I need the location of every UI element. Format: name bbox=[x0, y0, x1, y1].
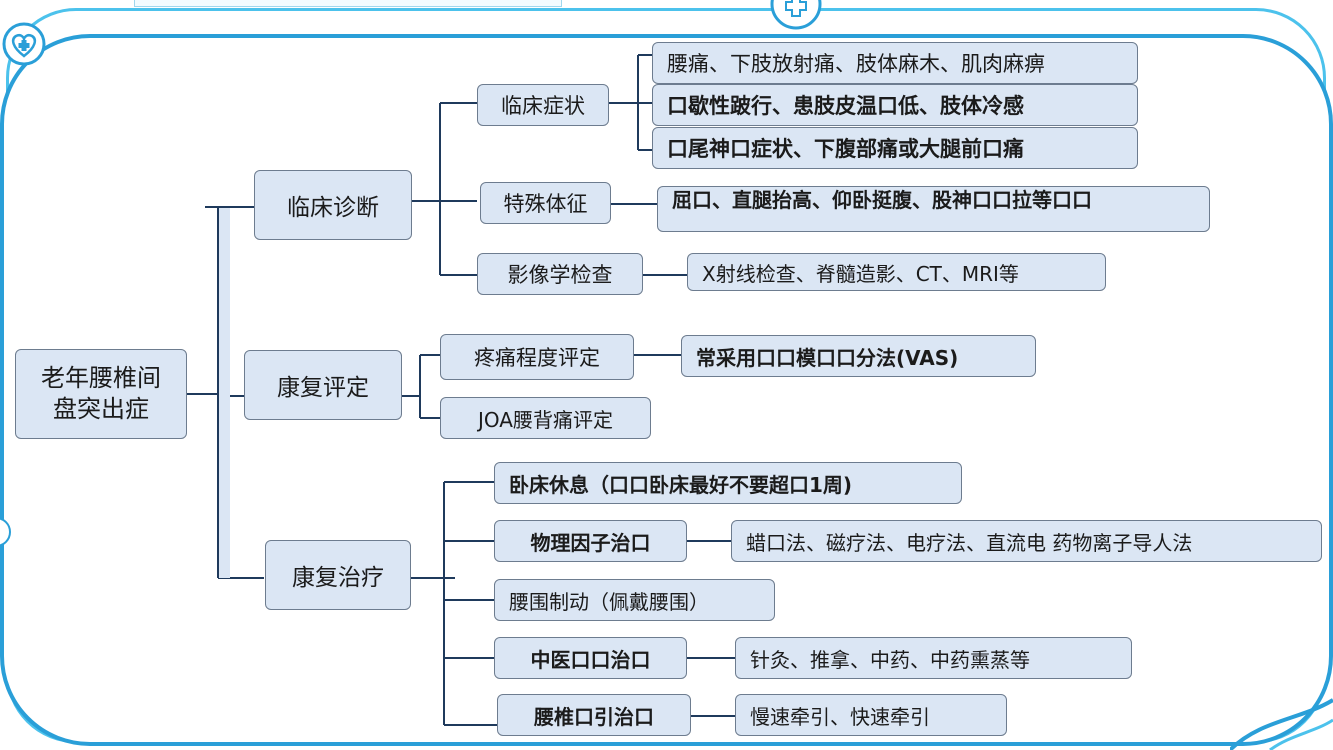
medical-heart-icon bbox=[2, 22, 46, 66]
node-label: JOA腰背痛评定 bbox=[478, 407, 613, 432]
symptom-item[interactable]: 口尾神口症状、下腹部痛或大腿前口痛 bbox=[652, 127, 1138, 169]
node-label: 特殊体征 bbox=[503, 192, 588, 216]
corner-swirl-icon bbox=[1230, 698, 1333, 750]
node-label: 腰围制动（佩戴腰围） bbox=[509, 589, 709, 614]
root-label: 老年腰椎间盘突出症 bbox=[41, 364, 161, 423]
node-tcm-therapy[interactable]: 中医口口治口 bbox=[494, 637, 687, 679]
node-brace[interactable]: 腰围制动（佩戴腰围） bbox=[494, 579, 775, 621]
top-decor-bar bbox=[134, 0, 562, 7]
imaging-text: X射线检查、脊髓造影、CT、MRI等 bbox=[702, 261, 1019, 286]
node-clinical-symptoms[interactable]: 临床症状 bbox=[477, 84, 609, 126]
side-decor-icon bbox=[0, 517, 11, 547]
traction-text: 慢速牵引、快速牵引 bbox=[750, 704, 930, 729]
branch-clinical-diagnosis[interactable]: 临床诊断 bbox=[254, 170, 412, 240]
physical-detail[interactable]: 蜡口法、磁疗法、电疗法、直流电 药物离子导人法 bbox=[731, 520, 1322, 562]
node-label: 卧床休息（口口卧床最好不要超口1周) bbox=[509, 472, 853, 497]
symptom-item[interactable]: 腰痛、下肢放射痛、肢体麻木、肌肉麻痹 bbox=[652, 42, 1138, 84]
node-special-signs[interactable]: 特殊体征 bbox=[480, 182, 611, 224]
branch-rehab-assessment[interactable]: 康复评定 bbox=[244, 350, 402, 420]
node-label: 影像学检查 bbox=[507, 263, 613, 287]
branch-label: 康复治疗 bbox=[292, 565, 384, 591]
node-label: 物理因子治口 bbox=[530, 530, 651, 555]
tcm-detail[interactable]: 针灸、推拿、中药、中药熏蒸等 bbox=[735, 637, 1132, 679]
pain-text: 常采用口口模口口分法(VAS) bbox=[696, 345, 959, 370]
signs-detail[interactable]: 屈口、直腿抬高、仰卧挺腹、股神口口拉等口口 bbox=[657, 186, 1210, 232]
physical-text: 蜡口法、磁疗法、电疗法、直流电 药物离子导人法 bbox=[746, 530, 1193, 555]
symptom-text: 口歇性跛行、患肢皮温口低、肢体冷感 bbox=[667, 94, 1024, 118]
node-pain-assessment[interactable]: 疼痛程度评定 bbox=[440, 334, 634, 380]
root-node[interactable]: 老年腰椎间盘突出症 bbox=[15, 349, 187, 439]
branch-rehab-treatment[interactable]: 康复治疗 bbox=[265, 540, 411, 610]
node-label: 中医口口治口 bbox=[530, 647, 651, 672]
node-joa-assessment[interactable]: JOA腰背痛评定 bbox=[440, 397, 651, 439]
medical-cross-icon bbox=[770, 0, 822, 30]
node-label: 疼痛程度评定 bbox=[474, 346, 600, 370]
node-traction-therapy[interactable]: 腰椎口引治口 bbox=[497, 694, 691, 736]
pain-detail[interactable]: 常采用口口模口口分法(VAS) bbox=[681, 335, 1036, 377]
branch-label: 临床诊断 bbox=[287, 195, 379, 221]
node-imaging[interactable]: 影像学检查 bbox=[477, 253, 643, 295]
node-bed-rest[interactable]: 卧床休息（口口卧床最好不要超口1周) bbox=[494, 462, 962, 504]
traction-detail[interactable]: 慢速牵引、快速牵引 bbox=[735, 694, 1007, 736]
imaging-detail[interactable]: X射线检查、脊髓造影、CT、MRI等 bbox=[687, 253, 1106, 291]
signs-text: 屈口、直腿抬高、仰卧挺腹、股神口口拉等口口 bbox=[672, 188, 1092, 212]
branch-label: 康复评定 bbox=[277, 375, 369, 401]
node-label: 腰椎口引治口 bbox=[534, 704, 654, 729]
symptom-text: 腰痛、下肢放射痛、肢体麻木、肌肉麻痹 bbox=[667, 52, 1045, 76]
symptom-text: 口尾神口症状、下腹部痛或大腿前口痛 bbox=[667, 137, 1024, 161]
node-label: 临床症状 bbox=[501, 94, 585, 118]
tcm-text: 针灸、推拿、中药、中药熏蒸等 bbox=[750, 647, 1030, 672]
symptom-item[interactable]: 口歇性跛行、患肢皮温口低、肢体冷感 bbox=[652, 84, 1138, 126]
node-physical-therapy[interactable]: 物理因子治口 bbox=[494, 520, 687, 562]
